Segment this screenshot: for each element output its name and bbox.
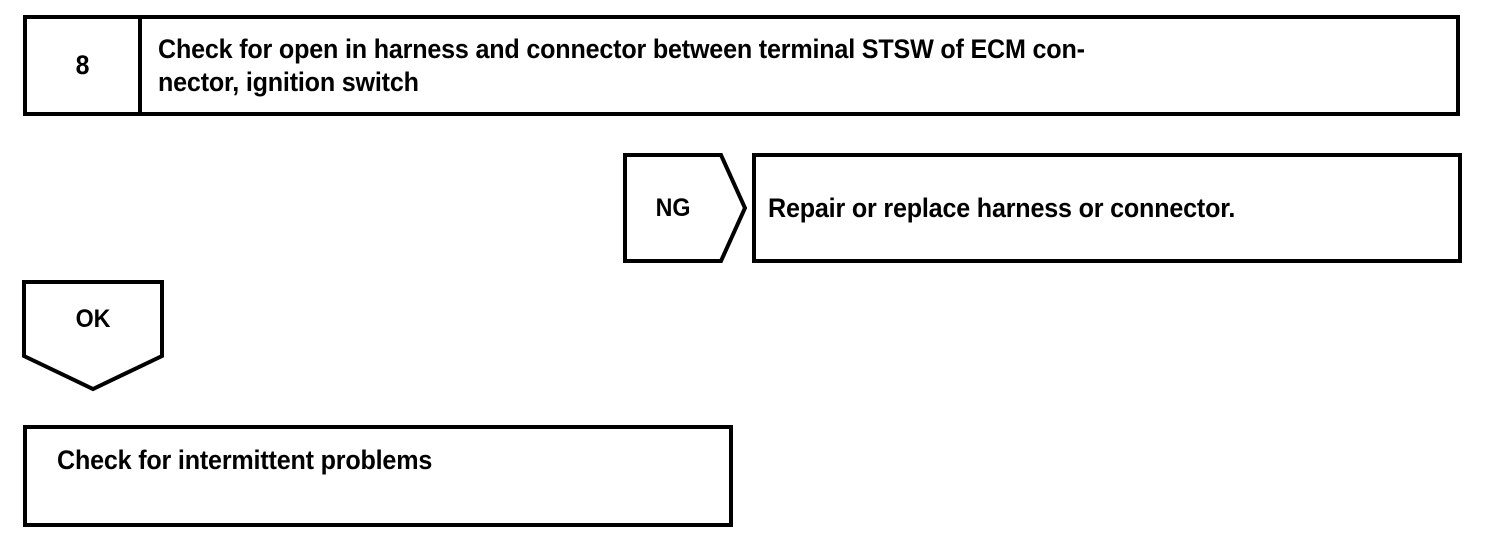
ok-branch-arrow: OK bbox=[22, 280, 164, 392]
ng-branch-label: NG bbox=[655, 193, 691, 222]
step-box: 8 Check for open in harness and connecto… bbox=[23, 15, 1460, 116]
step-instruction-line-1: Check for open in harness and connector … bbox=[158, 33, 1085, 64]
intermittent-result-box: Check for intermittent problems bbox=[23, 425, 733, 527]
step-instruction-cell: Check for open in harness and connector … bbox=[142, 19, 1456, 112]
repair-result-box: Repair or replace harness or connector. bbox=[752, 153, 1462, 263]
repair-result-text: Repair or replace harness or connector. bbox=[768, 192, 1236, 223]
step-number-cell: 8 bbox=[27, 19, 142, 112]
step-instruction-line-2: nector, ignition switch bbox=[158, 66, 419, 97]
ng-arrow-shape bbox=[623, 153, 747, 263]
step-number: 8 bbox=[75, 50, 90, 80]
ng-branch-arrow: NG bbox=[623, 153, 747, 263]
ok-arrow-shape bbox=[22, 280, 164, 392]
ok-branch-label: OK bbox=[75, 304, 111, 333]
intermittent-result-text: Check for intermittent problems bbox=[57, 445, 433, 475]
